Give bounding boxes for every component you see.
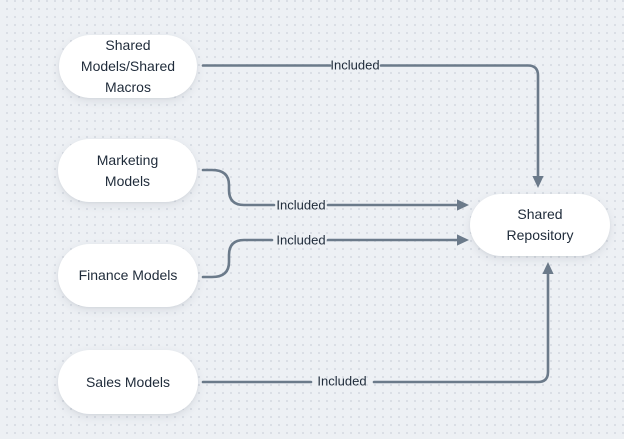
- node-finance-models: Finance Models: [58, 244, 198, 307]
- edge-shared-models-to-repository-segment-2: [379, 64, 540, 178]
- arrowhead-up-icon: [542, 262, 554, 274]
- node-label: Marketing Models: [96, 151, 159, 189]
- edge-marketing-to-repository-segment-1: [201, 168, 276, 207]
- edge-label-included-sales: Included: [317, 373, 367, 389]
- arrowhead-right-icon: [457, 199, 469, 211]
- node-label: Sales Models: [85, 373, 171, 390]
- node-label: Shared Models/Shared Macros: [80, 37, 176, 95]
- edge-finance-to-repository-segment-1: [201, 238, 274, 279]
- arrowhead-right-icon: [457, 234, 469, 246]
- node-label: Shared Repository: [506, 206, 574, 243]
- node-marketing-models: Marketing Models: [58, 139, 197, 202]
- edge-label-included-marketing: Included: [276, 197, 326, 213]
- node-sales-models: Sales Models: [58, 350, 198, 414]
- arrowhead-down-icon: [532, 176, 544, 188]
- edge-sales-to-repository-segment-2: [372, 272, 550, 384]
- node-shared-models-shared-macros: Shared Models/Shared Macros: [59, 35, 197, 98]
- edge-label-included-finance: Included: [276, 232, 326, 248]
- node-shared-repository: Shared Repository: [470, 194, 610, 256]
- edge-label-included-top: Included: [330, 57, 380, 73]
- node-label: Finance Models: [78, 267, 178, 283]
